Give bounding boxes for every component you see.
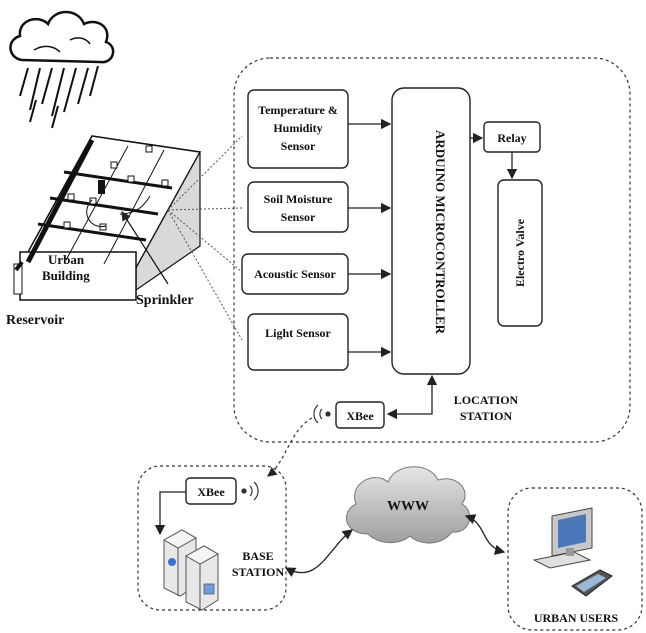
urban-users-label: URBAN USERS xyxy=(534,611,619,625)
building-icon xyxy=(13,135,202,301)
soil-moisture-sensor-box xyxy=(247,181,349,233)
temperature-humidity-sensor-box xyxy=(247,89,349,169)
electro-valve-box xyxy=(497,179,543,327)
location-station-label-2: STATION xyxy=(460,409,513,423)
soil-line2: Sensor xyxy=(281,210,316,224)
location-station-boundary xyxy=(233,57,631,443)
sensor-link-lines xyxy=(167,135,243,341)
light-sensor-box xyxy=(247,313,349,371)
urban-users-boundary xyxy=(507,487,643,631)
temp-line2: Humidity xyxy=(273,121,322,135)
base-xbee-box xyxy=(185,477,237,505)
www-label: WWW xyxy=(387,499,429,514)
base-xbee-label: XBee xyxy=(197,485,225,499)
location-xbee-label: XBee xyxy=(346,409,374,423)
sprinkler-label: Sprinkler xyxy=(136,293,194,308)
urban-building-label-1: Urban xyxy=(48,252,85,267)
base-station-label-2: STATION xyxy=(232,565,285,579)
acoustic-label: Acoustic Sensor xyxy=(254,267,336,281)
temp-line3: Sensor xyxy=(281,139,316,153)
arduino-label: ARDUINO MICROCONTROLLER xyxy=(433,130,448,335)
cloud-icon xyxy=(346,466,471,544)
soil-line1: Soil Moisture xyxy=(264,192,333,206)
relay-label: Relay xyxy=(497,131,526,145)
server-icon xyxy=(162,529,220,611)
rain-cloud-icon xyxy=(9,10,115,129)
electro-valve-label: Electro Valve xyxy=(513,218,527,287)
wifi-signal-icon xyxy=(313,404,331,424)
light-label: Light Sensor xyxy=(265,326,331,340)
arduino-microcontroller-box xyxy=(391,87,471,375)
reservoir-label: Reservoir xyxy=(6,313,64,328)
base-station-label-1: BASE xyxy=(242,549,273,563)
computer-icon xyxy=(532,507,593,569)
location-station-label-1: LOCATION xyxy=(454,393,519,407)
wifi-signal-icon xyxy=(241,481,259,501)
urban-building-label-2: Building xyxy=(42,268,90,283)
temp-line1: Temperature & xyxy=(258,103,338,117)
location-xbee-box xyxy=(335,401,385,429)
mobile-phone-icon xyxy=(571,569,613,597)
